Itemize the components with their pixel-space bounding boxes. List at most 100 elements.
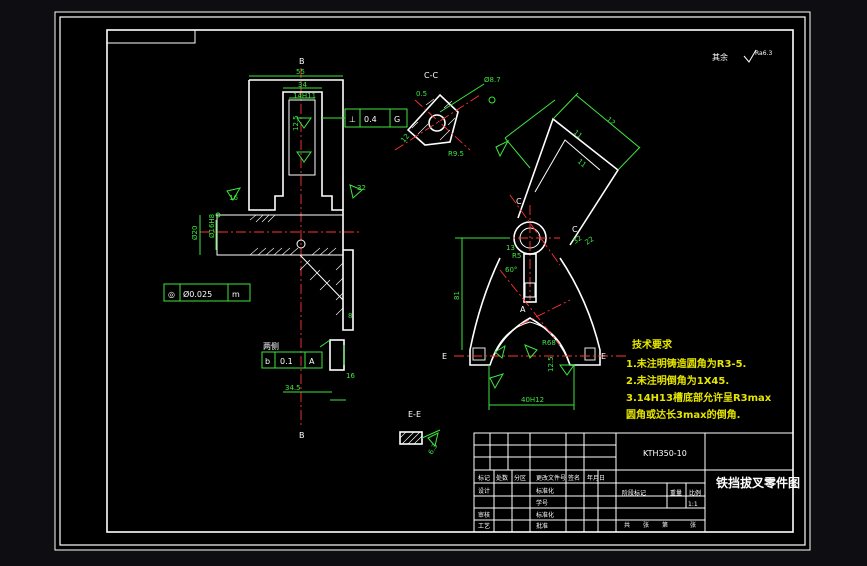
svg-text:11: 11: [572, 128, 584, 140]
rib-outline: [250, 254, 344, 301]
svg-text:标记: 标记: [478, 474, 490, 482]
svg-text:13: 13: [506, 244, 515, 252]
stem: [523, 253, 537, 303]
dim-12-5: 12.5: [292, 115, 300, 131]
svg-text:R9.5: R9.5: [448, 150, 464, 158]
svg-text:张: 张: [643, 521, 649, 529]
svg-text:G: G: [394, 115, 400, 124]
fcf-concentricity: ◎ Ø0.025 m: [163, 283, 251, 302]
svg-text:A: A: [309, 357, 315, 366]
svg-text:m: m: [232, 290, 240, 299]
svg-text:C: C: [516, 197, 522, 206]
svg-text:22: 22: [584, 235, 596, 247]
slot-outline: [288, 99, 316, 176]
fork-inner-arc: [489, 321, 571, 366]
svg-text:更改文件号: 更改文件号: [536, 474, 566, 482]
svg-text:处数: 处数: [496, 474, 508, 482]
hub-outline: [216, 214, 344, 256]
roughness-tri-1-icon: [296, 117, 312, 129]
roughness-tri-4-icon: [349, 184, 363, 199]
part-name: 铁挡拔叉零件图: [716, 475, 800, 490]
pin-hole: [296, 239, 306, 249]
arm-inner: [534, 139, 601, 193]
svg-text:R5: R5: [512, 252, 521, 260]
svg-text:分区: 分区: [514, 474, 526, 482]
svg-text:圆角或达长3max的倒角.: 圆角或达长3max的倒角.: [626, 408, 740, 421]
svg-text:⊥: ⊥: [349, 115, 356, 124]
svg-text:b: b: [265, 357, 270, 366]
svg-text:E: E: [601, 352, 606, 361]
arm-outline: [517, 117, 620, 246]
dim-16h8: Ø16H8: [208, 214, 216, 238]
roughness-symbol-icon: [743, 49, 757, 63]
svg-text:◎: ◎: [168, 290, 175, 299]
svg-text:标准化: 标准化: [536, 511, 554, 519]
svg-text:12: 12: [605, 115, 617, 127]
svg-text:60°: 60°: [505, 266, 517, 274]
svg-text:81: 81: [453, 291, 461, 300]
svg-text:审核: 审核: [478, 511, 490, 519]
frame-corner-box: [106, 29, 196, 44]
svg-text:两侧: 两侧: [263, 341, 279, 351]
side-view: 11 12 11 C C 22 32 E E A R5 60° R68 12.5: [442, 92, 641, 410]
svg-text:张: 张: [690, 521, 696, 529]
svg-text:技术要求: 技术要求: [632, 338, 673, 351]
svg-text:40H12: 40H12: [521, 396, 544, 404]
svg-text:0.4: 0.4: [364, 115, 377, 124]
hatch-hub: [249, 214, 344, 316]
svg-text:11: 11: [576, 157, 588, 169]
svg-text:签名: 签名: [568, 474, 580, 482]
technical-notes: 技术要求 1.未注明铸造圆角为R3-5. 2.未注明倒角为1X45. 3.14H…: [626, 338, 772, 421]
front-view: B B 55 34: [191, 57, 366, 440]
drawing-number: KTH350-10: [643, 449, 687, 458]
dim-34: 34: [298, 81, 307, 89]
svg-text:1:1: 1:1: [688, 501, 698, 508]
svg-text:12.5: 12.5: [547, 356, 555, 372]
svg-text:工艺: 工艺: [478, 522, 490, 530]
svg-text:标准化: 标准化: [536, 487, 554, 495]
dim-14h11: 14H11: [293, 92, 316, 100]
svg-text:32: 32: [572, 234, 584, 246]
dim-8: 8: [348, 312, 352, 320]
label-b-top: B: [299, 57, 305, 66]
svg-text:C: C: [572, 225, 578, 234]
roughness-tri-5-icon: [495, 139, 510, 158]
svg-text:批准: 批准: [536, 522, 548, 530]
svg-text:3.14H13槽底部允许呈R3max: 3.14H13槽底部允许呈R3max: [626, 391, 772, 404]
svg-text:Ø8.7: Ø8.7: [484, 76, 501, 84]
fork-outline: [248, 80, 354, 331]
svg-text:设计: 设计: [478, 487, 490, 495]
roughness-label: 其余: [712, 52, 728, 62]
svg-text:Ø0.025: Ø0.025: [183, 289, 212, 299]
fork-arms: [469, 257, 601, 366]
section-cc: C-C Ø8.7 R9.5 12 0.5: [394, 71, 501, 158]
dim-label-1: 16: [229, 194, 238, 202]
frame-outer: [59, 16, 806, 546]
dim-34-5: 34.5: [285, 384, 301, 392]
dim-16: 16: [346, 372, 355, 380]
svg-text:E: E: [442, 352, 447, 361]
svg-text:阶段标记: 阶段标记: [622, 489, 646, 497]
svg-text:0.1: 0.1: [280, 357, 293, 366]
dim-55: 55: [296, 68, 305, 76]
dim-label-2: 32: [357, 184, 366, 192]
roughness-tri-2-icon: [296, 151, 312, 163]
title-block: KTH350-10 铁挡拔叉零件图 标记 处数 分区 更改文件号 签名 年月日 …: [473, 432, 800, 533]
svg-text:A: A: [520, 305, 526, 314]
label-b-bottom: B: [299, 431, 305, 440]
roughness-value: Ra6.3: [755, 50, 772, 57]
roughness-tri-6-icon: [559, 364, 575, 376]
roughness-tri-8-icon: [427, 432, 439, 448]
roughness-tri-7-icon: [489, 373, 505, 390]
paper-outer-border: [54, 11, 811, 551]
svg-text:学号: 学号: [536, 499, 548, 507]
svg-text:第: 第: [662, 521, 668, 529]
svg-text:C-C: C-C: [424, 71, 438, 80]
svg-text:2.未注明倒角为1X45.: 2.未注明倒角为1X45.: [626, 374, 729, 387]
frame-inner: [106, 29, 794, 533]
svg-text:1.未注明铸造圆角为R3-5.: 1.未注明铸造圆角为R3-5.: [626, 357, 746, 370]
roughness-tri-3-icon: [226, 187, 242, 201]
svg-text:R68: R68: [542, 339, 556, 347]
